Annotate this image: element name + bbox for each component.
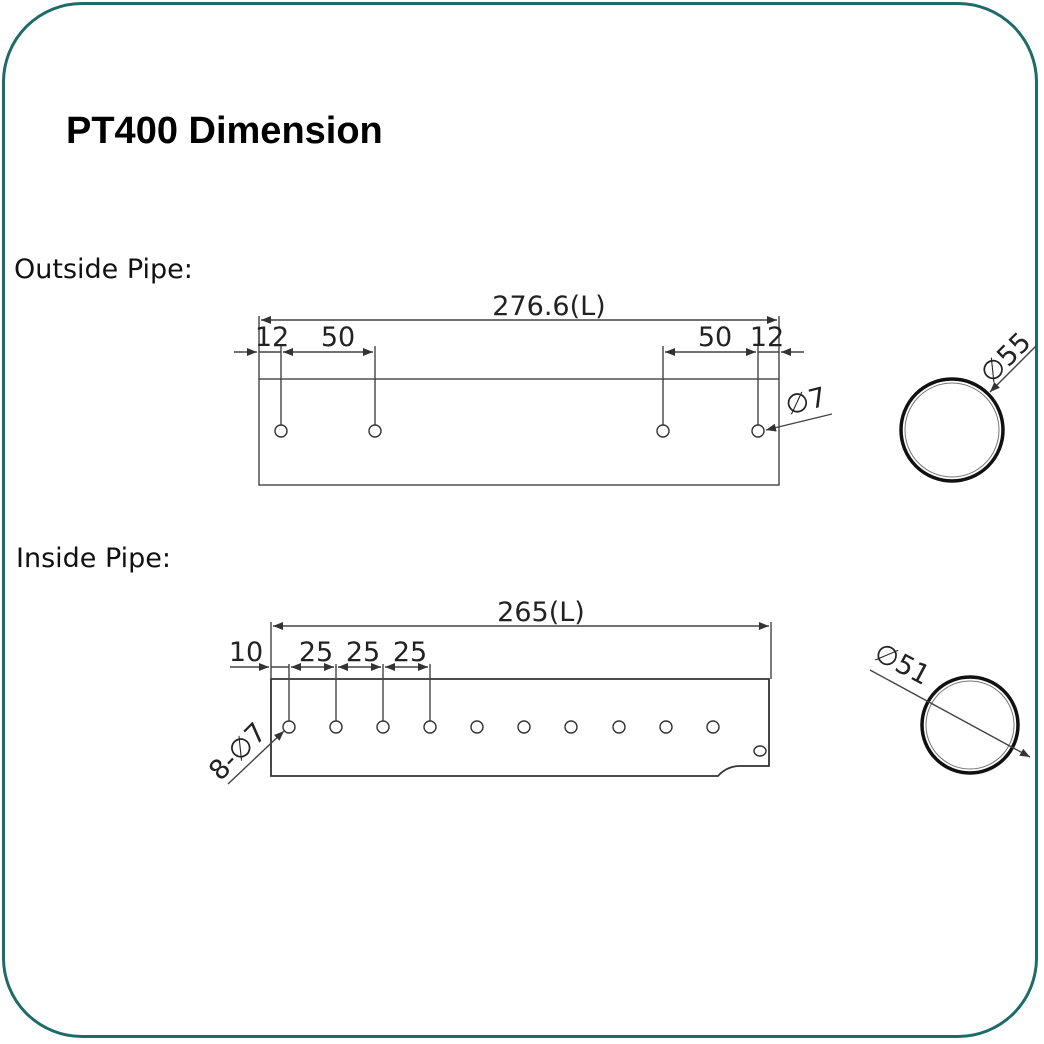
- inside-pipe-drawing: 265(L) 10 25 25 25 8-∅7 ∅51: [203, 597, 1031, 787]
- inside-pipe-label: Inside Pipe:: [16, 543, 172, 574]
- inside-spacing-label: 25: [299, 637, 333, 668]
- outside-spacing-left-label: 50: [321, 322, 355, 353]
- inside-hole: [564, 720, 578, 734]
- inside-spacing-label: 25: [393, 637, 427, 668]
- inside-hole: [423, 720, 437, 734]
- inside-pipe-diameter-label: ∅51: [869, 637, 935, 692]
- outside-hole: [656, 424, 670, 438]
- outside-spacing-right-label: 50: [698, 322, 732, 353]
- inside-slot: [753, 745, 767, 757]
- inside-hole: [376, 720, 390, 734]
- outside-offset-right-label: 12: [750, 322, 784, 353]
- outside-offset-left-label: 12: [255, 322, 289, 353]
- inside-hole: [612, 720, 626, 734]
- page-title: PT400 Dimension: [66, 110, 383, 152]
- outside-pipe-label: Outside Pipe:: [14, 254, 193, 285]
- outside-hole: [368, 424, 382, 438]
- outside-pipe-section-outer: [899, 377, 1005, 483]
- inside-length-label: 265(L): [497, 597, 585, 628]
- inside-hole: [282, 720, 296, 734]
- inside-offset-left-label: 10: [229, 637, 263, 668]
- outside-pipe-body: [258, 378, 780, 486]
- inside-pipe-section-outer: [920, 675, 1020, 775]
- outside-hole: [751, 424, 765, 438]
- outside-pipe-diameter-label: ∅55: [975, 327, 1038, 390]
- outside-length-label: 276.6(L): [492, 291, 605, 322]
- inside-hole: [329, 720, 343, 734]
- outside-pipe-drawing: 276.6(L) 12 50 50 12 ∅7 ∅55: [234, 291, 1038, 486]
- inside-hole: [706, 720, 720, 734]
- inside-pipe-body: [270, 678, 770, 777]
- inside-hole: [517, 720, 531, 734]
- inside-spacing-label: 25: [346, 637, 380, 668]
- inside-hole: [659, 720, 673, 734]
- outside-hole: [274, 424, 288, 438]
- inside-hole: [470, 720, 484, 734]
